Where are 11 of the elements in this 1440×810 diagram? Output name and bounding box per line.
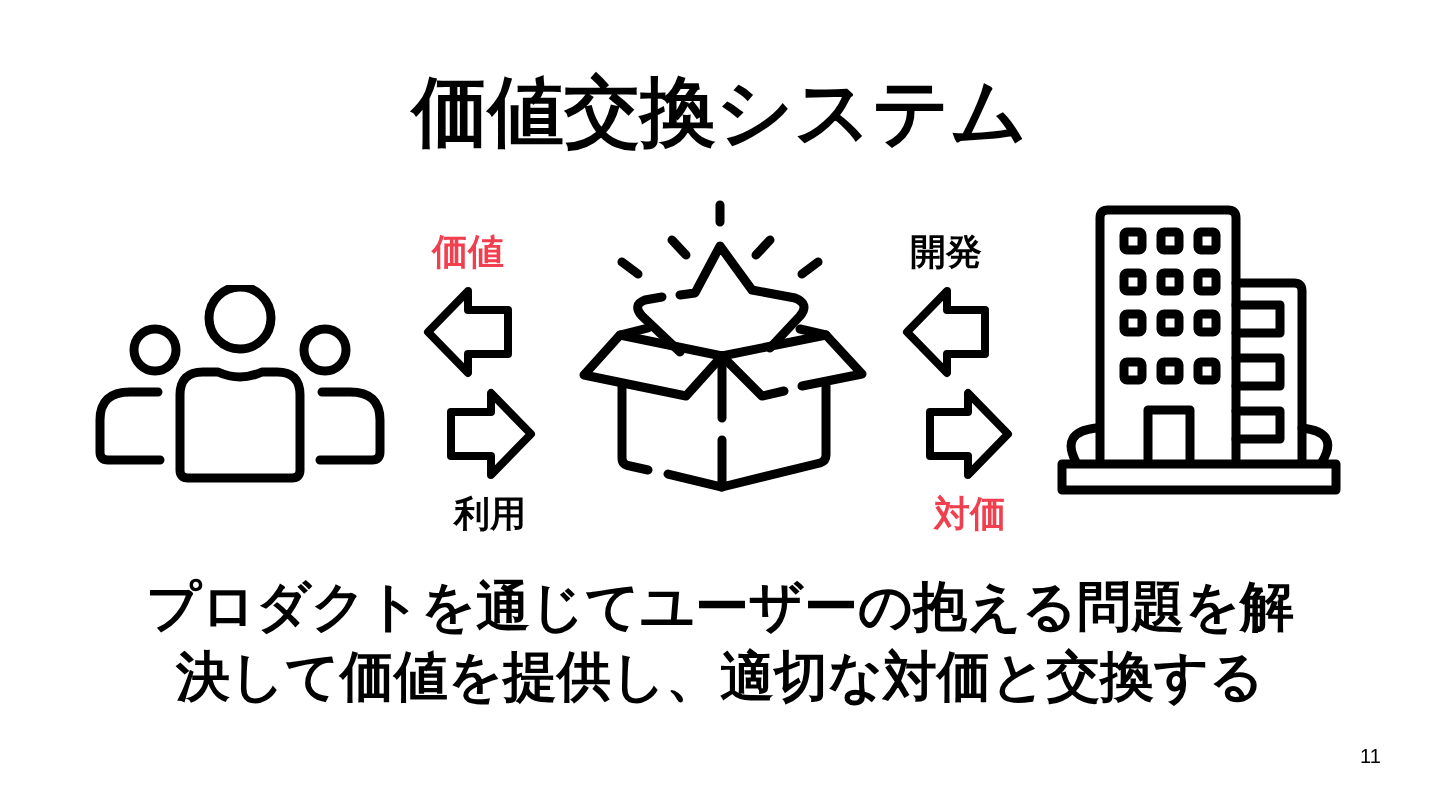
- caption: プロダクトを通じてユーザーの抱える問題を解決して価値を提供し、適切な対価と交換する: [145, 574, 1295, 710]
- block-arrow: [926, 389, 1012, 479]
- edge-label: 対価: [932, 494, 1007, 534]
- edge-label: 利用: [452, 494, 527, 534]
- edge-label: 開発: [909, 232, 983, 272]
- block-arrow: [424, 287, 512, 377]
- edge-label: 価値: [430, 232, 505, 272]
- block-arrow: [903, 287, 989, 377]
- block-arrow: [447, 389, 535, 479]
- page-number: 11: [1360, 744, 1381, 768]
- title: 価値交換システム: [409, 66, 1029, 158]
